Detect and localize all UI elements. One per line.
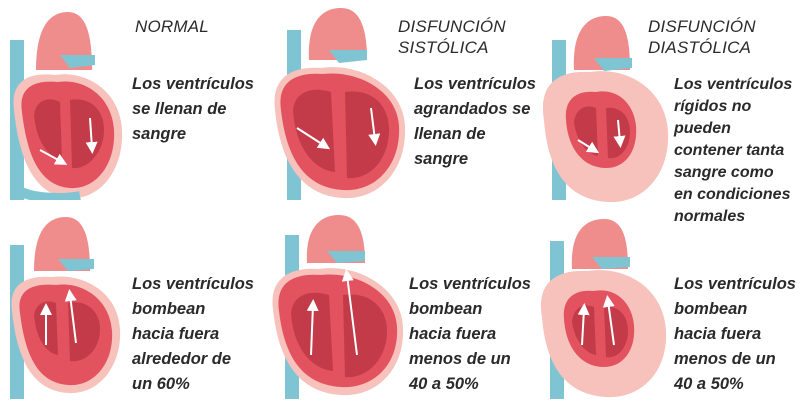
heart-normal-pumping-illustration bbox=[10, 217, 121, 399]
panel-diastolic-pumping: Los ventrículos bombean hacia fuera meno… bbox=[534, 205, 801, 405]
desc-line: hacia fuera bbox=[132, 325, 220, 343]
desc-line: se llenan de bbox=[132, 100, 227, 118]
desc-line: sangre bbox=[132, 125, 187, 143]
title-line: DISFUNCIÓN bbox=[398, 17, 506, 36]
title-line: SISTÓLICA bbox=[398, 38, 489, 57]
panel-description: Los ventrículos rígidos no pueden conten… bbox=[674, 74, 792, 228]
panel-description: Los ventrículos agrandados se llenan de … bbox=[414, 72, 536, 172]
panel-normal-pumping: Los ventrículos bombean hacia fuera alre… bbox=[0, 205, 267, 405]
desc-line: bombean bbox=[674, 300, 748, 318]
desc-line: alrededor de bbox=[132, 350, 232, 368]
desc-line: Los ventrículos bbox=[132, 275, 254, 293]
column-title-diastolic: DISFUNCIÓN DIASTÓLICA bbox=[648, 16, 756, 58]
title-line: DIASTÓLICA bbox=[648, 38, 752, 57]
panel-systolic-pumping: Los ventrículos bombean hacia fuera meno… bbox=[267, 205, 534, 405]
panel-systolic-filling: DISFUNCIÓN SISTÓLICA Los ventrículos agr… bbox=[267, 0, 536, 200]
title-line: NORMAL bbox=[135, 17, 209, 36]
desc-line: Los ventrículos bbox=[409, 275, 531, 293]
desc-line: bombean bbox=[409, 300, 483, 318]
heart-diastolic-filling-illustration bbox=[542, 16, 669, 203]
desc-line: llenan de bbox=[414, 125, 486, 143]
panel-diastolic-filling: DISFUNCIÓN DIASTÓLICA Los ventrículos rí… bbox=[534, 0, 801, 225]
desc-line: Los ventrículos bbox=[132, 75, 254, 93]
desc-line: agrandados se bbox=[414, 100, 531, 118]
panel-description: Los ventrículos bombean hacia fuera meno… bbox=[674, 272, 796, 397]
heart-systolic-pumping-illustration bbox=[272, 215, 404, 399]
desc-line: menos de un bbox=[409, 350, 511, 368]
desc-line: Los ventrículos bbox=[414, 75, 536, 93]
desc-line: hacia fuera bbox=[409, 325, 497, 343]
panel-normal-filling: NORMAL Los ventrículos se llenan de sang… bbox=[0, 0, 267, 200]
heart-diastolic-pumping-illustration bbox=[540, 219, 667, 399]
heart-normal-filling-illustration bbox=[10, 12, 123, 200]
desc-line: Los ventrículos bbox=[674, 76, 793, 93]
column-title-systolic: DISFUNCIÓN SISTÓLICA bbox=[398, 16, 506, 58]
desc-line: sangre como bbox=[674, 164, 774, 181]
column-title-normal: NORMAL bbox=[135, 16, 209, 37]
panel-description: Los ventrículos bombean hacia fuera meno… bbox=[409, 272, 531, 397]
desc-line: Los ventrículos bbox=[674, 275, 796, 293]
desc-line: pueden bbox=[674, 120, 731, 137]
desc-line: un 60% bbox=[132, 375, 190, 393]
heart-systolic-filling-illustration bbox=[274, 8, 406, 200]
panel-description: Los ventrículos se llenan de sangre bbox=[132, 72, 254, 147]
desc-line: normales bbox=[674, 208, 746, 225]
desc-line: 40 a 50% bbox=[674, 375, 744, 393]
desc-line: contener tanta bbox=[674, 142, 785, 159]
desc-line: sangre bbox=[414, 150, 469, 168]
desc-line: en condiciones bbox=[674, 186, 791, 203]
title-line: DISFUNCIÓN bbox=[648, 17, 756, 36]
desc-line: menos de un bbox=[674, 350, 776, 368]
desc-line: hacia fuera bbox=[674, 325, 762, 343]
desc-line: rígidos no bbox=[674, 98, 752, 115]
desc-line: bombean bbox=[132, 300, 206, 318]
desc-line: 40 a 50% bbox=[409, 375, 479, 393]
panel-description: Los ventrículos bombean hacia fuera alre… bbox=[132, 272, 254, 397]
